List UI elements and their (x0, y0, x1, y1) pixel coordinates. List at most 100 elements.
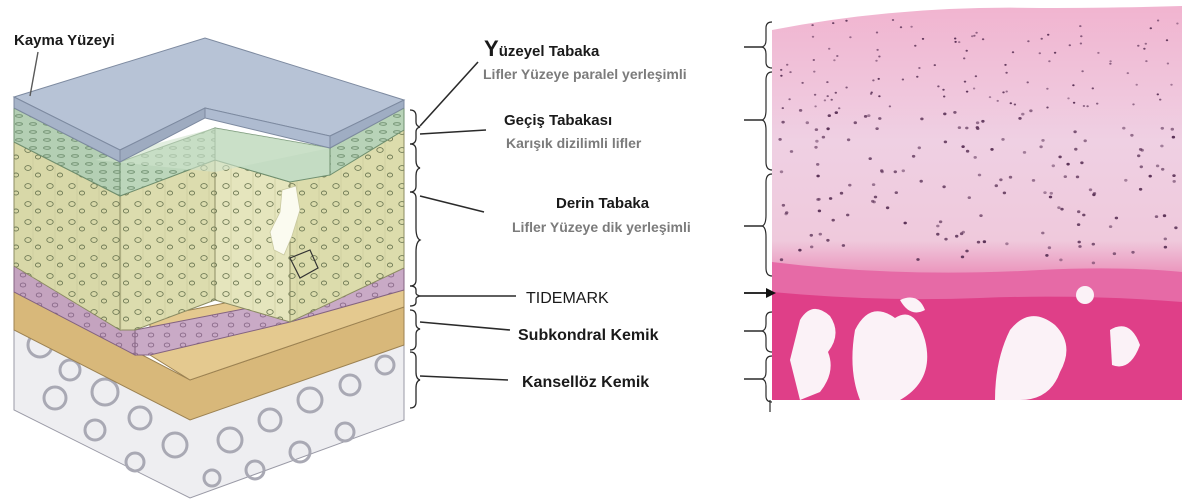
chondrocyte-dot (942, 185, 945, 188)
chondrocyte-dot (1149, 175, 1152, 178)
chondrocyte-dot (832, 219, 835, 222)
chondrocyte-dot (1082, 214, 1085, 217)
chondrocyte-dot (831, 99, 833, 101)
chondrocyte-dot (1161, 168, 1164, 171)
chondrocyte-dot (1009, 176, 1012, 179)
chondrocyte-dot (854, 121, 857, 124)
chondrocyte-dot (876, 32, 878, 34)
layer-labels: Yüzeyel Tabaka Lifler Yüzeye paralel yer… (483, 36, 691, 391)
chondrocyte-dot (1157, 20, 1159, 22)
chondrocyte-dot (784, 213, 787, 216)
chondrocyte-dot (1109, 60, 1111, 62)
chondrocyte-dot (1130, 134, 1133, 137)
chondrocyte-dot (1172, 174, 1175, 177)
chondrocyte-dot (943, 96, 945, 98)
chondrocyte-dot (848, 184, 851, 187)
chondrocyte-dot (902, 79, 904, 81)
chondrocyte-dot (1067, 97, 1069, 99)
chondrocyte-dot (828, 48, 830, 50)
tidemark-arrow (744, 288, 776, 298)
chondrocyte-dot (962, 231, 965, 234)
chondrocyte-dot (845, 20, 847, 22)
chondrocyte-dot (846, 214, 849, 217)
chondrocyte-dot (979, 214, 982, 217)
chondrocyte-dot (1140, 165, 1143, 168)
chondrocyte-dot (810, 234, 813, 237)
chondrocyte-dot (920, 118, 923, 121)
chondrocyte-dot (943, 113, 946, 116)
chondrocyte-dot (1078, 245, 1081, 248)
chondrocyte-dot (1089, 188, 1092, 191)
tidemark-title: TIDEMARK (526, 290, 609, 307)
chondrocyte-dot (1083, 105, 1085, 107)
chondrocyte-dot (878, 117, 881, 120)
chondrocyte-dot (876, 49, 878, 51)
chondrocyte-dot (1027, 81, 1029, 83)
chondrocyte-dot (982, 38, 984, 40)
chondrocyte-dot (826, 81, 828, 83)
chondrocyte-dot (819, 233, 822, 236)
chondrocyte-dot (975, 75, 977, 77)
connector-lines (420, 62, 516, 380)
brace-cancellous (410, 352, 420, 408)
chondrocyte-dot (983, 240, 986, 243)
chondrocyte-dot (1092, 243, 1095, 246)
chondrocyte-dot (799, 109, 802, 112)
chondrocyte-dot (822, 136, 825, 139)
chondrocyte-dot (1078, 241, 1081, 244)
chondrocyte-dot (942, 89, 944, 91)
chondrocyte-dot (818, 210, 821, 213)
chondrocyte-dot (1054, 52, 1056, 54)
chondrocyte-dot (1066, 163, 1069, 166)
chondrocyte-dot (815, 128, 818, 131)
chondrocyte-dot (1137, 154, 1140, 157)
chondrocyte-dot (849, 36, 851, 38)
chondrocyte-dot (1069, 44, 1071, 46)
chondrocyte-dot (966, 50, 968, 52)
chondrocyte-dot (813, 59, 815, 61)
chondrocyte-dot (1080, 43, 1082, 45)
chondrocyte-dot (961, 256, 964, 259)
chondrocyte-dot (1145, 60, 1147, 62)
chondrocyte-dot (836, 55, 838, 57)
chondrocyte-dot (870, 93, 872, 95)
chondrocyte-dot (1166, 39, 1168, 41)
surface-pointer (30, 52, 38, 96)
chondrocyte-dot (845, 87, 847, 89)
chondrocyte-dot (1077, 210, 1080, 213)
chondrocyte-dot (1006, 91, 1008, 93)
chondrocyte-dot (1027, 40, 1029, 42)
chondrocyte-dot (1045, 254, 1048, 257)
deep-sub: Lifler Yüzeye dik yerleşimli (512, 219, 691, 235)
chondrocyte-dot (1156, 165, 1159, 168)
chondrocyte-dot (937, 85, 939, 87)
chondrocyte-dot (878, 78, 880, 80)
chondrocyte-dot (1122, 127, 1125, 130)
chondrocyte-dot (1109, 225, 1112, 228)
chondrocyte-dot (939, 220, 942, 223)
chondrocyte-dot (914, 45, 916, 47)
chondrocyte-dot (1001, 138, 1004, 141)
chondrocyte-dot (815, 140, 818, 143)
chondrocyte-dot (997, 100, 999, 102)
chondrocyte-dot (835, 92, 837, 94)
chondrocyte-dot (1132, 103, 1134, 105)
chondrocyte-dot (1124, 179, 1127, 182)
chondrocyte-dot (894, 170, 897, 173)
brace-transition (410, 144, 420, 192)
chondrocyte-dot (912, 155, 915, 158)
chondrocyte-dot (786, 64, 788, 66)
brace-deep (410, 192, 420, 286)
chondrocyte-dot (1174, 226, 1177, 229)
chondrocyte-dot (780, 75, 782, 77)
chondrocyte-dot (1086, 105, 1088, 107)
chondrocyte-dot (902, 169, 905, 172)
chondrocyte-dot (990, 148, 993, 151)
right-braces (762, 22, 772, 412)
chondrocyte-dot (814, 94, 816, 96)
chondrocyte-dot (1005, 242, 1008, 245)
chondrocyte-dot (1032, 179, 1035, 182)
chondrocyte-dot (1049, 196, 1052, 199)
chondrocyte-dot (1043, 191, 1046, 194)
